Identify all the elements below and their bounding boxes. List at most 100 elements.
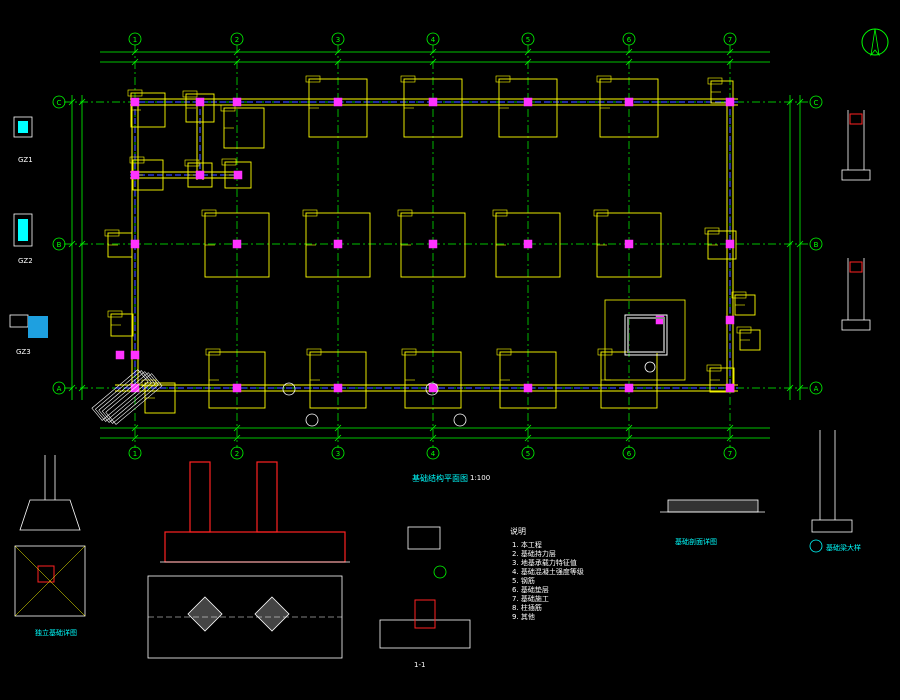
detail-mid-title: 基础剖面详图 xyxy=(675,538,717,546)
column-section xyxy=(195,97,205,107)
footing-tag-box xyxy=(496,348,512,356)
dimension-tick xyxy=(726,58,734,66)
grid-bubble-label: 2 xyxy=(235,36,239,44)
dimension-tick xyxy=(786,98,794,106)
grid-bubble xyxy=(723,32,737,46)
grid-bubble xyxy=(622,446,636,460)
grid-bubble-label: C xyxy=(814,99,819,107)
column-section xyxy=(428,97,438,107)
footing-tag-box xyxy=(495,75,511,83)
ramp-outline xyxy=(98,371,156,423)
dimension-tick xyxy=(429,48,437,56)
footing-tag-box xyxy=(731,291,747,299)
column-section xyxy=(130,350,140,360)
footing-detail-diagonal xyxy=(14,545,86,617)
dimension-tick xyxy=(68,98,76,106)
grid-bubble-label: 5 xyxy=(526,36,530,44)
dimension-tick xyxy=(625,434,633,442)
section-mark xyxy=(644,361,656,373)
column-section xyxy=(523,383,533,393)
grid-bubble xyxy=(809,95,823,109)
dimension-tick xyxy=(334,424,342,432)
footing-tag-box xyxy=(593,209,609,217)
beam-detail-2-rebar xyxy=(849,261,863,273)
footing-tag-box xyxy=(400,75,416,83)
dimension-tick xyxy=(429,424,437,432)
column-section xyxy=(523,97,533,107)
section-1-1-label: 1-1 xyxy=(414,661,426,669)
dimension-tick xyxy=(334,48,342,56)
beam-detail-2-base xyxy=(841,319,871,331)
grid-bubble-label: 6 xyxy=(627,36,632,44)
grid-bubble xyxy=(128,446,142,460)
dimension-tick xyxy=(68,240,76,248)
grid-bubble-label: 1 xyxy=(133,450,137,458)
dimension-tick xyxy=(726,434,734,442)
gz1-section xyxy=(13,116,33,138)
footing-tag-box xyxy=(736,326,752,334)
note-line: 6. 基础垫层 xyxy=(512,586,549,594)
grid-bubble-label: 5 xyxy=(526,450,530,458)
plan-scale: 1:100 xyxy=(470,474,491,482)
note-line: 3. 地基承载力特征值 xyxy=(512,559,577,567)
dimension-tick xyxy=(625,424,633,432)
ramp-outline xyxy=(105,373,163,425)
north-arrow-icon xyxy=(870,28,880,57)
column-section xyxy=(130,97,140,107)
footing-tag-box xyxy=(305,75,321,83)
footing-tag-box xyxy=(704,227,720,235)
detail-1-bubble xyxy=(433,565,447,579)
grid-bubble xyxy=(230,446,244,460)
footing-tag-box xyxy=(306,348,322,356)
grid-bubble xyxy=(52,381,66,395)
grid-bubble-label: 4 xyxy=(431,450,436,458)
dimension-tick xyxy=(524,48,532,56)
dimension-tick xyxy=(625,58,633,66)
grid-bubble xyxy=(622,32,636,46)
column-section xyxy=(725,315,735,325)
grid-bubble xyxy=(426,446,440,460)
grid-bubble-label: A xyxy=(814,385,819,393)
footing-tag-box xyxy=(220,104,236,112)
column-section xyxy=(115,350,125,360)
dimension-tick xyxy=(796,98,804,106)
footing-section-pier xyxy=(256,461,278,533)
dimension-tick xyxy=(334,434,342,442)
beam-detail-1-base xyxy=(841,169,871,181)
gz1-fill xyxy=(18,121,28,133)
gz3-fill xyxy=(28,316,48,338)
pit-wall xyxy=(627,317,665,353)
footing-tag-box xyxy=(201,209,217,217)
grid-bubble xyxy=(521,32,535,46)
note-line: 8. 柱插筋 xyxy=(512,604,542,612)
grid-bubble-label: 1 xyxy=(133,36,137,44)
detail-bottom-title: 独立基础详图 xyxy=(35,629,77,637)
column-section xyxy=(195,170,205,180)
column-section xyxy=(428,239,438,249)
footing-tag-box xyxy=(107,310,123,318)
note-line: 9. 其他 xyxy=(512,613,535,621)
column-section xyxy=(233,170,243,180)
footing-detail-elevation xyxy=(19,499,81,531)
detail-1-outline xyxy=(407,526,441,550)
gz3-label: GZ3 xyxy=(16,348,31,356)
footing-tag-box xyxy=(596,75,612,83)
section-cut-circle xyxy=(282,382,296,396)
footing-plan-pier xyxy=(254,596,290,632)
detail-right-title: 基础梁大样 xyxy=(826,544,861,552)
dimension-tick xyxy=(796,384,804,392)
gz2-fill xyxy=(18,219,28,241)
grid-bubble-label: B xyxy=(57,241,62,249)
footing-tag-box xyxy=(129,156,145,164)
footing-tag-box xyxy=(302,209,318,217)
dimension-tick xyxy=(68,384,76,392)
column-section xyxy=(333,383,343,393)
pit-outline xyxy=(624,314,668,356)
dimension-tick xyxy=(524,434,532,442)
dimension-tick xyxy=(78,384,86,392)
grid-bubble xyxy=(52,237,66,251)
dimension-tick xyxy=(786,384,794,392)
grid-bubble xyxy=(521,446,535,460)
column-section xyxy=(725,383,735,393)
footing-plan-pier xyxy=(187,596,223,632)
